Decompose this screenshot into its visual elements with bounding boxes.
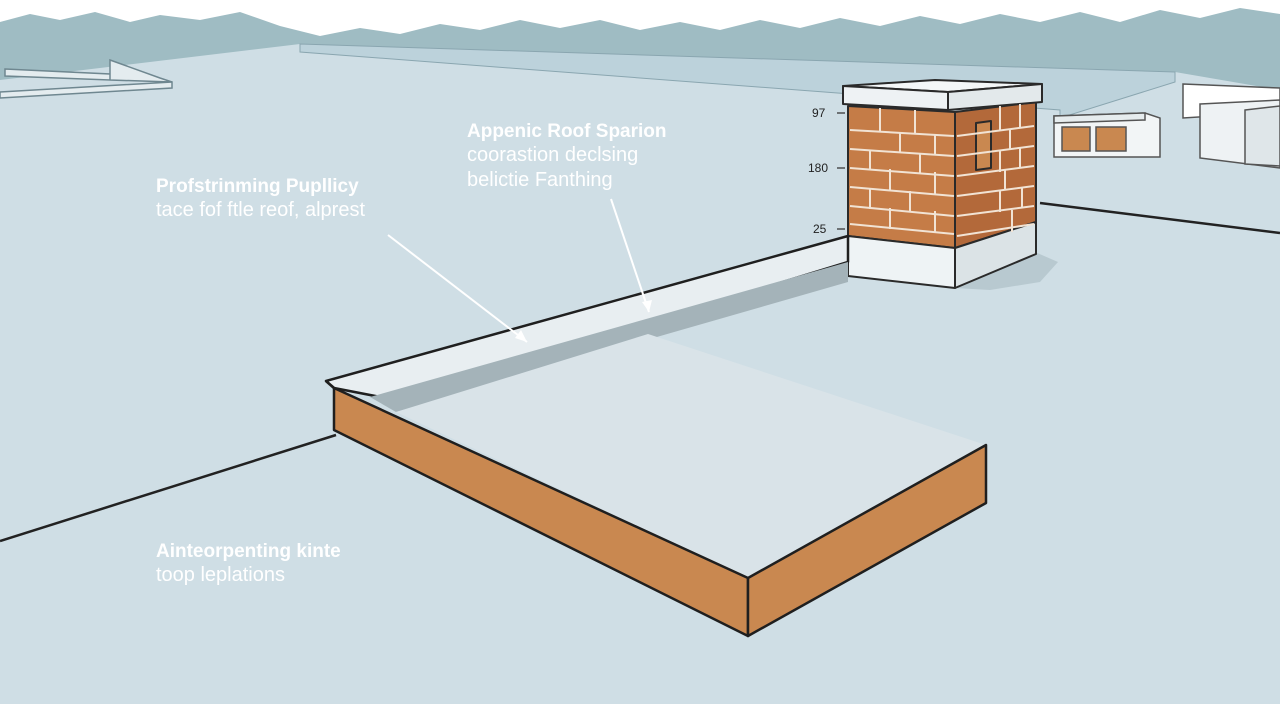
dimension-label-middle: 180 [808,161,829,175]
brick-mortar-lines [849,104,1035,237]
callout-top-right-title: Appenic Roof Sparion [467,121,667,142]
leader-arrowheads [515,300,652,342]
callout-bottom-title: Ainteorpenting kinte [156,541,341,562]
callout-left-title: Profstrinming Pupllicy [156,176,359,197]
callout-bottom: Ainteorpenting kinte toop leplations [156,540,341,588]
curb-flashing-shadow [370,262,848,412]
chimney-shadow [955,252,1058,290]
roof-edge-line-right [1039,201,1280,235]
leader-lines [387,198,650,343]
callout-top-right-line2: belictie Fanthing [467,168,613,191]
dimension-ticks [837,112,845,230]
callout-left-line1: tace fof ftle reof, alprest [156,199,365,222]
callout-left: Profstrinming Pupllicy tace fof ftle reo… [156,175,365,223]
callout-top-right: Appenic Roof Sparion coorastion declsing… [467,120,667,192]
callout-top-right-line1: coorastion declsing [467,144,639,167]
chimney [842,79,1043,289]
roof-curb [324,234,988,638]
dimension-label-top: 97 [812,106,826,120]
roof-edge-line-left [0,433,337,543]
far-left-structure [0,58,173,99]
curb-top-surface [396,334,986,578]
callout-bottom-line1: toop leplations [156,564,285,587]
dimension-label-bottom: 25 [813,222,827,236]
distant-buildings [1053,83,1280,169]
curb-side-right [746,443,988,638]
